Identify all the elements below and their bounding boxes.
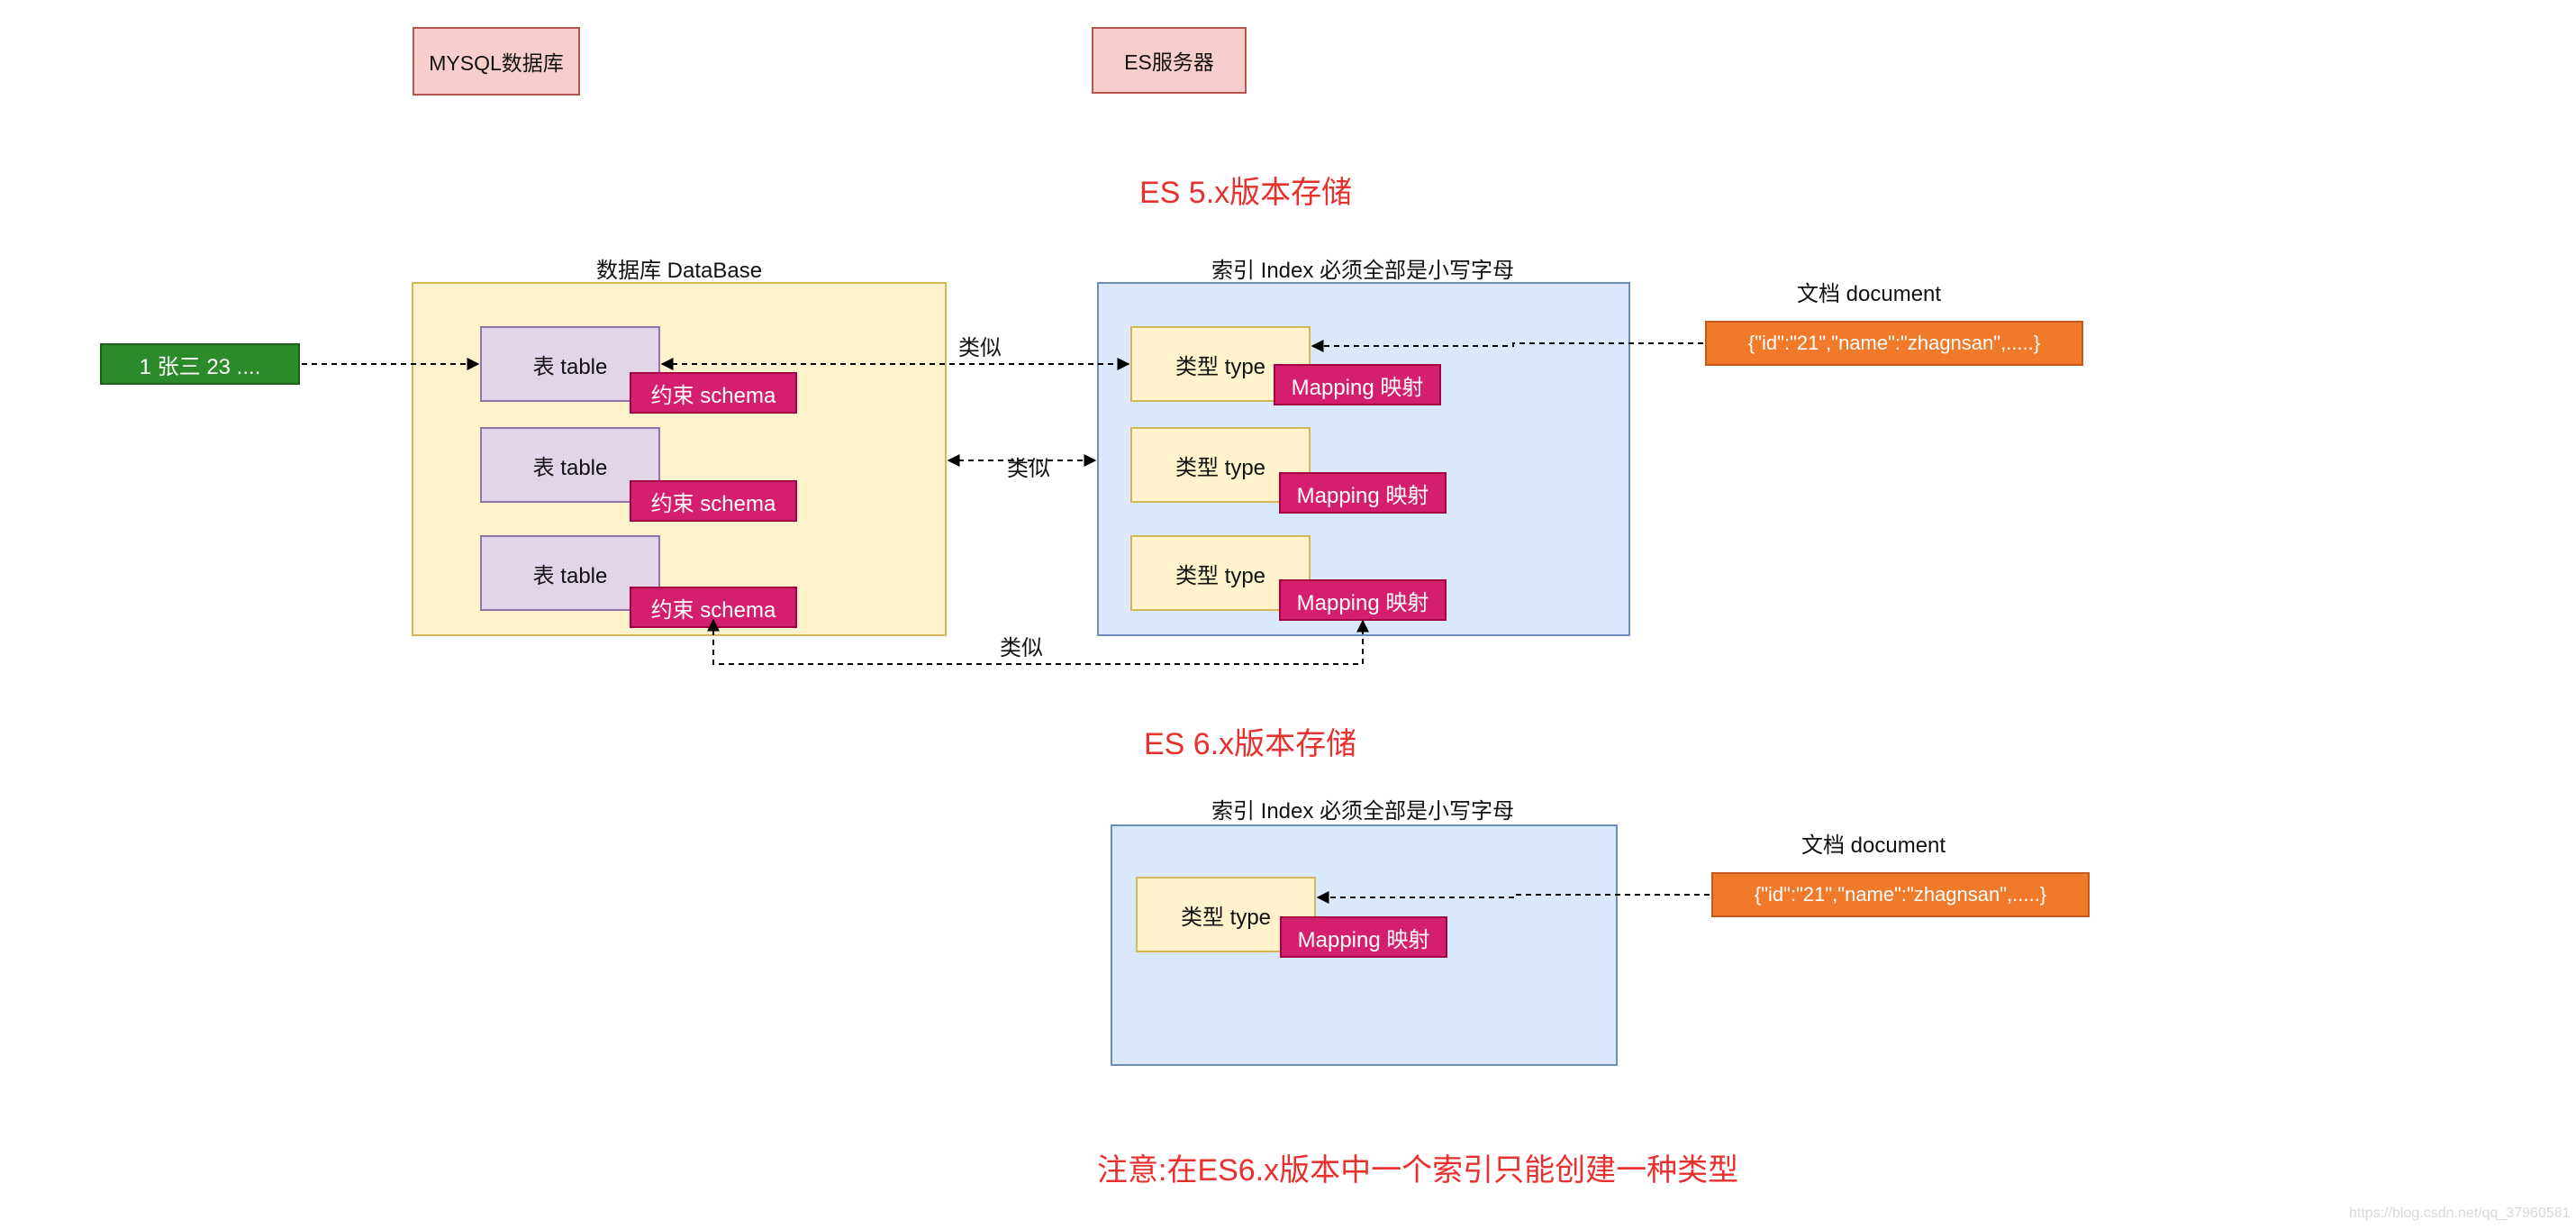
es5-document-label: 文档 document [1797,282,1942,306]
schema-box-3: 约束 schema [630,587,797,628]
schema-box-2: 约束 schema [630,480,797,522]
es5-index-label: 索引 Index 必须全部是小写字母 [1211,259,1515,283]
version-note: 注意:在ES6.x版本中一个索引只能创建一种类型 [1097,1153,1739,1188]
es6-document-label: 文档 document [1801,833,1946,858]
watermark-text: https://blog.csdn.net/qq_37960581 [2349,1206,2571,1221]
database-label: 数据库 DataBase [596,259,763,283]
similar-label-2: 类似 [1005,451,1052,482]
mapping-box-2: Mapping 映射 [1279,472,1447,514]
mysql-header-box: MYSQL数据库 [413,27,580,96]
es6-index-label: 索引 Index 必须全部是小写字母 [1211,799,1515,824]
mapping-box-3: Mapping 映射 [1279,579,1447,621]
es-server-header-box: ES服务器 [1092,27,1247,94]
es6-document-box: {"id":"21","name":"zhagnsan",.....} [1711,872,2090,917]
es6-mapping-box: Mapping 映射 [1280,916,1447,958]
similar-label-1: 类似 [958,336,1002,360]
es6-title: ES 6.x版本存储 [1144,727,1357,761]
es5-title: ES 5.x版本存储 [1139,176,1353,210]
schema-box-1: 约束 schema [630,372,797,414]
row-data-box: 1 张三 23 .... [100,343,300,385]
mapping-box-1: Mapping 映射 [1274,364,1441,405]
similar-label-3: 类似 [1000,636,1043,660]
es5-document-box: {"id":"21","name":"zhagnsan",.....} [1705,321,2083,366]
